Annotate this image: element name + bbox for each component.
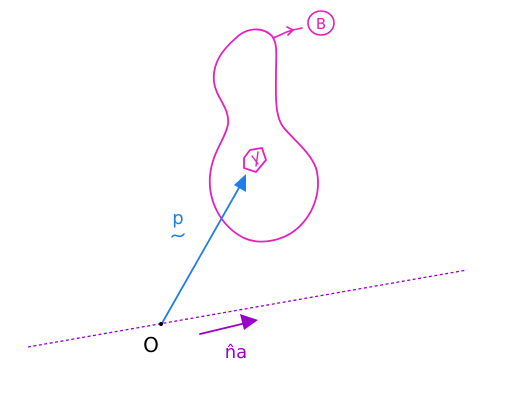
point-marker-inner	[251, 151, 259, 167]
position-vector-label: p	[172, 208, 183, 229]
position-vector-arrowhead	[234, 174, 246, 192]
position-vector-tilde	[171, 233, 185, 238]
axis-unit-vector-line	[199, 322, 247, 335]
position-vector-line	[160, 185, 241, 326]
point-marker	[243, 147, 267, 173]
body-label-leader-tick	[286, 26, 294, 36]
body-label-circle	[307, 10, 335, 36]
body-label: B	[316, 15, 326, 33]
axis-unit-vector-arrowhead	[240, 314, 258, 330]
body-outline	[208, 28, 319, 243]
origin-point	[159, 322, 163, 326]
origin-label: O	[143, 333, 159, 357]
axis-line	[27, 269, 468, 348]
body-label-leader	[272, 27, 303, 39]
axis-unit-vector-label: n̂a	[225, 342, 247, 363]
